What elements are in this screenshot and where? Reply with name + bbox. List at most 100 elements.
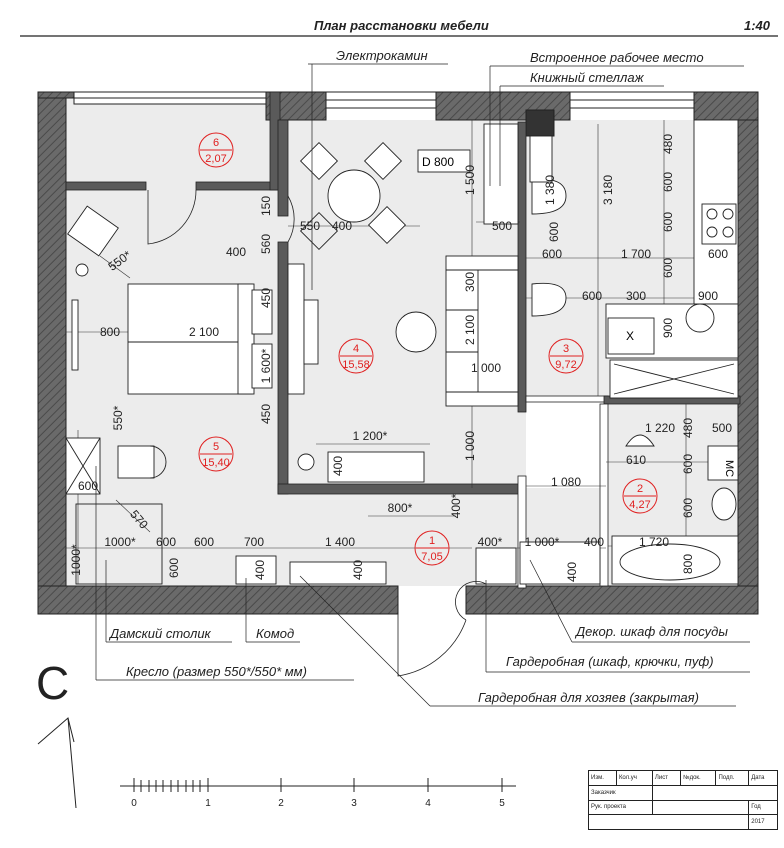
title-block-cell: 2017 (748, 814, 778, 830)
scale-label: 4 (425, 798, 431, 809)
north-arrow-icon (37, 717, 77, 809)
room-area: 15,40 (202, 457, 230, 469)
outer-walls (37, 91, 759, 615)
dimension-label: 800 (681, 554, 695, 574)
callout-owner-wardrobe: Гардеробная для хозяев (закрытая) (478, 690, 699, 705)
room-number: 6 (213, 137, 219, 149)
callout-wardrobe: Гардеробная (шкаф, крючки, пуф) (506, 654, 714, 669)
dimension-label: 400 (253, 560, 267, 580)
dimension-label: 600 (156, 535, 176, 549)
title-block-cell: Изм. (588, 770, 617, 786)
room-number: 2 (637, 483, 643, 495)
dimension-label: 400 (332, 219, 352, 233)
dimension-label: 600 (661, 212, 675, 232)
dimension-label: 400* (478, 535, 503, 549)
dimension-label: 610 (626, 453, 646, 467)
scale-bar (120, 778, 516, 792)
callout-bookshelf: Книжный стеллаж (530, 70, 645, 85)
callout-workplace: Встроенное рабочее место (530, 50, 704, 65)
dimension-label: 600 (78, 479, 98, 493)
dimension-label: 500 (492, 219, 512, 233)
dimension-label: 1 700 (621, 247, 651, 261)
room-area: 7,05 (421, 551, 442, 563)
dimension-label: 550 (300, 219, 320, 233)
dimension-label: 550* (111, 405, 125, 430)
interior-walls (65, 91, 741, 589)
dimension-label: 1 720 (639, 535, 669, 549)
callout-chest: Комод (256, 626, 294, 641)
title-block-cell: Подп. (715, 770, 750, 786)
dimension-label: 400 (226, 245, 246, 259)
dimension-label: 480 (661, 134, 675, 154)
dimension-label: 1 400 (325, 535, 355, 549)
room-markers (198, 132, 658, 566)
title-block-cell: Заказчик (588, 784, 653, 801)
dimension-label: 1 000* (525, 535, 560, 549)
dimension-label: 900 (698, 289, 718, 303)
callout-armchair: Кресло (размер 550*/550* мм) (126, 664, 307, 679)
dimension-label: 600 (681, 454, 695, 474)
room-number: 4 (353, 343, 359, 355)
room-area: 15,58 (342, 359, 370, 371)
washing-machine-mark: МС (723, 460, 735, 477)
dimension-label: 2 100 (189, 325, 219, 339)
callout-dish-cabinet: Декор. шкаф для посуды (574, 624, 728, 639)
dimension-label: 800* (388, 501, 413, 515)
dimension-label: 400 (351, 560, 365, 580)
dimension-label: 600 (681, 498, 695, 518)
table-diameter-label: D 800 (422, 155, 454, 169)
title-block-cell (651, 784, 779, 801)
dimension-label: 1000* (104, 535, 136, 549)
title-block: Изм. Кол.уч Лист №док. Подп. Дата Заказч… (587, 770, 779, 830)
dimension-label: 300 (626, 289, 646, 303)
dimension-label: 600 (167, 558, 181, 578)
dimension-label: 1 380 (543, 175, 557, 205)
title-block-cell: Дата (748, 770, 778, 786)
dimension-label: 600 (194, 535, 214, 549)
dimension-label: 500 (712, 421, 732, 435)
dimension-label: 450 (259, 288, 273, 308)
dimension-label: 480 (681, 418, 695, 438)
dimension-label: 300 (463, 272, 477, 292)
dimension-label: 450 (259, 404, 273, 424)
room-area: 4,27 (629, 499, 650, 511)
dimension-label: 600 (661, 258, 675, 278)
dimension-label: 150 (259, 196, 273, 216)
windows (73, 91, 695, 109)
dimension-label: 600 (708, 247, 728, 261)
dimension-label: 400* (449, 493, 463, 518)
dimension-label: 400 (331, 456, 345, 476)
dimension-label: 700 (244, 535, 264, 549)
scale-label: 2 (278, 798, 284, 809)
dimension-label: 1 500 (463, 165, 477, 195)
dimension-label: 600 (661, 172, 675, 192)
callout-dressing-table: Дамский столик (108, 626, 212, 641)
dimension-label: 1 200* (353, 429, 388, 443)
room-number: 5 (213, 441, 219, 453)
title-block-cell (651, 799, 750, 816)
dimension-label: 400 (565, 562, 579, 582)
dimension-label: 2 100 (463, 315, 477, 345)
dimension-label: 1 000 (463, 431, 477, 461)
title-block-cell: Рук. проекта (588, 799, 653, 816)
dimension-label: 600 (582, 289, 602, 303)
drawing-title: План расстановки мебели (314, 18, 489, 33)
dimension-label: 1 000 (471, 361, 501, 375)
dimension-label: 600 (542, 247, 562, 261)
callout-leaders (95, 63, 750, 707)
title-block-cell: №док. (680, 770, 717, 786)
drawing-scale: 1:40 (744, 18, 771, 33)
dimension-label: 900 (661, 318, 675, 338)
dimension-label: 1 220 (645, 421, 675, 435)
doors (147, 189, 487, 677)
dimension-label: 400 (584, 535, 604, 549)
fixture-mark: X (626, 329, 634, 343)
title-block-cell (587, 814, 750, 830)
dimension-label: 800 (100, 325, 120, 339)
room-number: 1 (429, 535, 435, 547)
callout-fireplace: Электрокамин (336, 48, 428, 63)
room-area: 9,72 (555, 359, 576, 371)
dimension-label: 1000* (69, 544, 83, 576)
scale-label: 3 (351, 798, 357, 809)
